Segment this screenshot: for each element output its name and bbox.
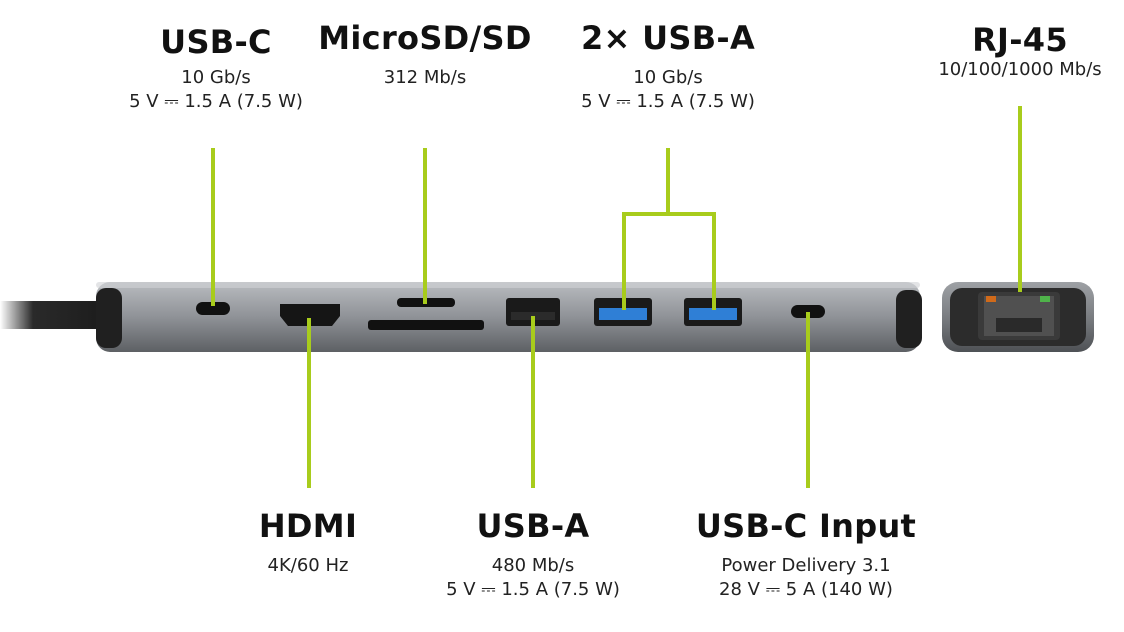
label-title: 2× USB-A	[580, 19, 756, 57]
label-line: Power Delivery 3.1	[721, 555, 891, 576]
label-title: USB-C Input	[695, 507, 917, 545]
rj45-module	[942, 282, 1094, 352]
label-line: 480 Mb/s	[491, 555, 575, 576]
usb-c-port	[196, 302, 230, 315]
label-rj-45: RJ-45 10/100/1000 Mb/s	[938, 22, 1101, 82]
label-usb-c: USB-C 10 Gb/s 5 V ⎓ 1.5 A (7.5 W)	[129, 24, 303, 114]
label-title: USB-A	[476, 507, 590, 545]
leader-lines	[211, 106, 1022, 488]
hdmi-port	[280, 304, 340, 326]
cable	[0, 301, 110, 329]
label-title: MicroSD/SD	[318, 19, 532, 57]
label-usb-a: USB-A 480 Mb/s 5 V ⎓ 1.5 A (7.5 W)	[446, 508, 620, 602]
label-microsd-sd: MicroSD/SD 312 Mb/s	[318, 20, 531, 90]
label-title: USB-C	[160, 23, 272, 61]
label-title: HDMI	[258, 507, 358, 545]
label-line: 28 V ⎓ 5 A (140 W)	[719, 579, 893, 600]
label-line: 312 Mb/s	[383, 67, 467, 88]
usb-c-input-port	[791, 305, 825, 318]
label-usb-c-input: USB-C Input Power Delivery 3.1 28 V ⎓ 5 …	[696, 508, 916, 602]
label-line: 5 V ⎓ 1.5 A (7.5 W)	[446, 579, 620, 600]
label-title: RJ-45	[972, 21, 1068, 59]
sd-slot	[368, 320, 484, 330]
label-line: 10 Gb/s	[181, 67, 251, 88]
label-line: 5 V ⎓ 1.5 A (7.5 W)	[581, 91, 755, 112]
label-hdmi: HDMI 4K/60 Hz	[259, 508, 357, 578]
label-line: 10 Gb/s	[633, 67, 703, 88]
label-2x-usb-a: 2× USB-A 10 Gb/s 5 V ⎓ 1.5 A (7.5 W)	[581, 20, 755, 114]
label-line: 5 V ⎓ 1.5 A (7.5 W)	[129, 91, 303, 112]
label-line: 10/100/1000 Mb/s	[938, 59, 1102, 80]
label-line: 4K/60 Hz	[267, 555, 349, 576]
